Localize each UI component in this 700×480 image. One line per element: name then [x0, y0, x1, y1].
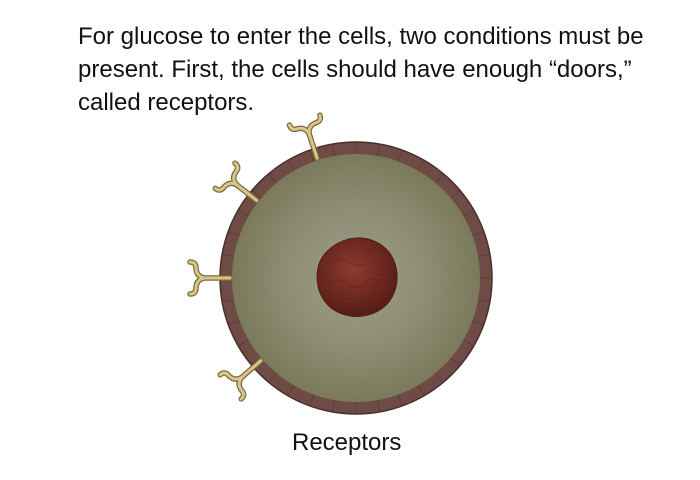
membrane-segments: [220, 142, 492, 414]
membrane-segment: [472, 231, 484, 237]
membrane-segment: [397, 150, 403, 162]
receptor: [212, 160, 260, 204]
cell: [219, 141, 493, 415]
membrane-segment: [463, 209, 475, 217]
receptors-label: Receptors: [292, 429, 402, 456]
nucleus-texture: [329, 249, 386, 304]
receptors: [187, 112, 324, 402]
membrane-segment: [450, 357, 461, 366]
membrane-segment: [377, 400, 381, 413]
membrane-segment: [478, 253, 491, 257]
membrane-segment: [309, 150, 315, 162]
membrane-segment: [331, 400, 335, 413]
membrane-segment: [268, 372, 277, 383]
membrane-segment: [478, 299, 491, 303]
caption-text: For glucose to enter the cells, two cond…: [78, 23, 644, 116]
membrane-segment: [221, 253, 234, 257]
membrane-segment: [472, 319, 484, 325]
membrane-segment: [435, 173, 444, 184]
membrane-segment: [287, 385, 295, 397]
membrane-segment: [397, 394, 403, 406]
membrane-segment: [309, 394, 315, 406]
receptor: [187, 259, 233, 297]
membrane-segment: [435, 372, 444, 383]
membrane-segment: [377, 143, 381, 156]
membrane-segment: [331, 143, 335, 156]
receptor: [217, 357, 264, 402]
membrane-segment: [417, 385, 425, 397]
membrane-segment: [221, 299, 234, 303]
membrane-segment: [228, 319, 240, 325]
membrane-segment: [228, 231, 240, 237]
membrane-segment: [268, 173, 277, 184]
membrane-segment: [237, 209, 249, 217]
membrane-segment: [450, 190, 461, 199]
receptor: [286, 112, 324, 161]
nucleus: [316, 237, 398, 317]
membrane-segment: [237, 339, 249, 347]
membrane-segment: [463, 339, 475, 347]
membrane-segment: [287, 159, 295, 171]
membrane-segment: [251, 190, 262, 199]
membrane-segment: [417, 159, 425, 171]
